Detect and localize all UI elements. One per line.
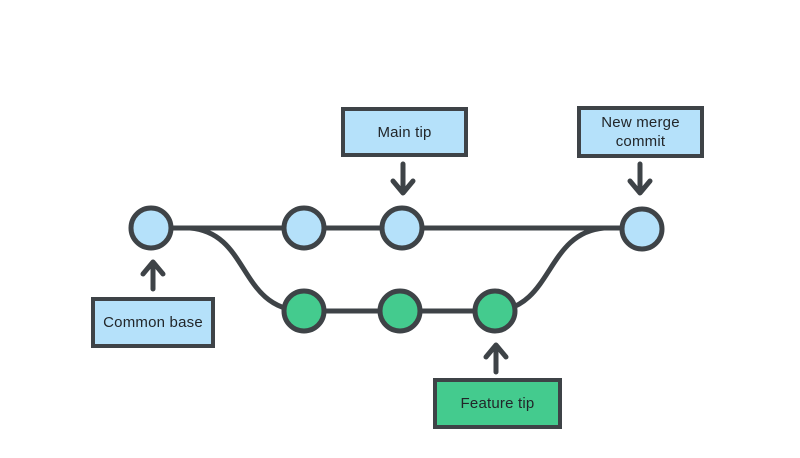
label-box-common-base: Common base xyxy=(91,297,215,348)
label-new-merge-commit: New merge commit xyxy=(601,114,680,150)
label-common-base: Common base xyxy=(103,314,203,331)
commit-node-new-merge xyxy=(619,206,665,252)
label-box-feature-tip: Feature tip xyxy=(433,378,562,429)
arrow-up-common-base xyxy=(140,259,166,292)
commit-node-main-tip xyxy=(379,205,425,251)
arrow-down-main-tip xyxy=(390,161,416,196)
arrow-down-new-merge xyxy=(627,161,653,196)
commit-node-common-base xyxy=(128,205,174,251)
label-box-new-merge-commit: New merge commit xyxy=(577,106,704,158)
label-feature-tip: Feature tip xyxy=(460,395,535,412)
commit-node-feature-1 xyxy=(281,288,327,334)
label-box-main-tip: Main tip xyxy=(341,107,468,157)
commit-node-feature-tip xyxy=(472,288,518,334)
arrow-up-feature-tip xyxy=(483,342,509,375)
branch-out-curve xyxy=(187,225,305,314)
commit-node-main-2 xyxy=(281,205,327,251)
commit-node-feature-2 xyxy=(377,288,423,334)
label-main-tip: Main tip xyxy=(377,123,432,141)
